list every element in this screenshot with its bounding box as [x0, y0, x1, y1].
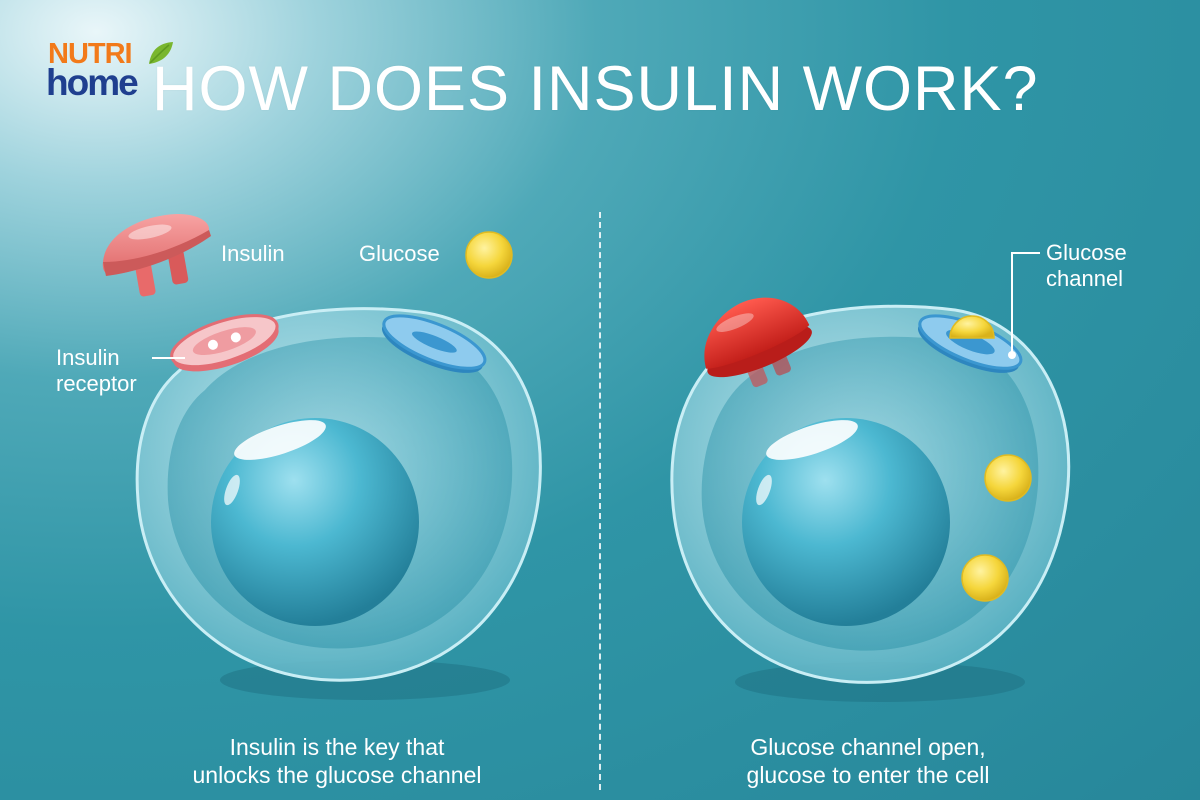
glucose-label: Glucose [359, 241, 440, 266]
right-caption-line2: glucose to enter the cell [746, 762, 990, 788]
glucose-in-channel [949, 315, 995, 339]
right-cell [670, 304, 1071, 702]
panel-divider [599, 212, 601, 790]
insulin-receptor-label-line2: receptor [56, 371, 137, 396]
bound-insulin [704, 297, 812, 388]
glucose-molecule [465, 231, 513, 279]
insulin-receptor-label-line1: Insulin [56, 345, 120, 370]
left-caption: Insulin is the key that unlocks the gluc… [127, 733, 547, 789]
glucose-channel-closed [381, 314, 487, 373]
glucose-channel-label-line1: Glucose [1046, 240, 1127, 265]
logo-text-nutri: NUTRI [48, 38, 133, 70]
logo-text-home: home [46, 62, 139, 103]
nutri-home-logo: NUTRI home [46, 40, 176, 104]
glucose-channel-label: Glucose channel [1046, 240, 1127, 292]
glucose-inside-1 [984, 454, 1032, 502]
insulin-label: Insulin [221, 241, 285, 266]
page-title: HOW DOES INSULIN WORK? [152, 54, 1039, 124]
leaf-icon [149, 42, 173, 64]
left-nucleus [211, 418, 419, 626]
glucose-channel-pointer [1011, 252, 1040, 352]
right-caption: Glucose channel open, glucose to enter t… [658, 733, 1078, 789]
right-caption-line1: Glucose channel open, [750, 734, 986, 760]
left-caption-line1: Insulin is the key that [229, 734, 445, 760]
glucose-inside-2 [961, 554, 1009, 602]
insulin-molecule [102, 214, 211, 297]
left-cell [135, 307, 542, 700]
right-nucleus [742, 418, 950, 626]
insulin-receptor-label: Insulin receptor [56, 345, 137, 397]
glucose-channel-label-line2: channel [1046, 266, 1124, 291]
left-caption-line2: unlocks the glucose channel [192, 762, 482, 788]
